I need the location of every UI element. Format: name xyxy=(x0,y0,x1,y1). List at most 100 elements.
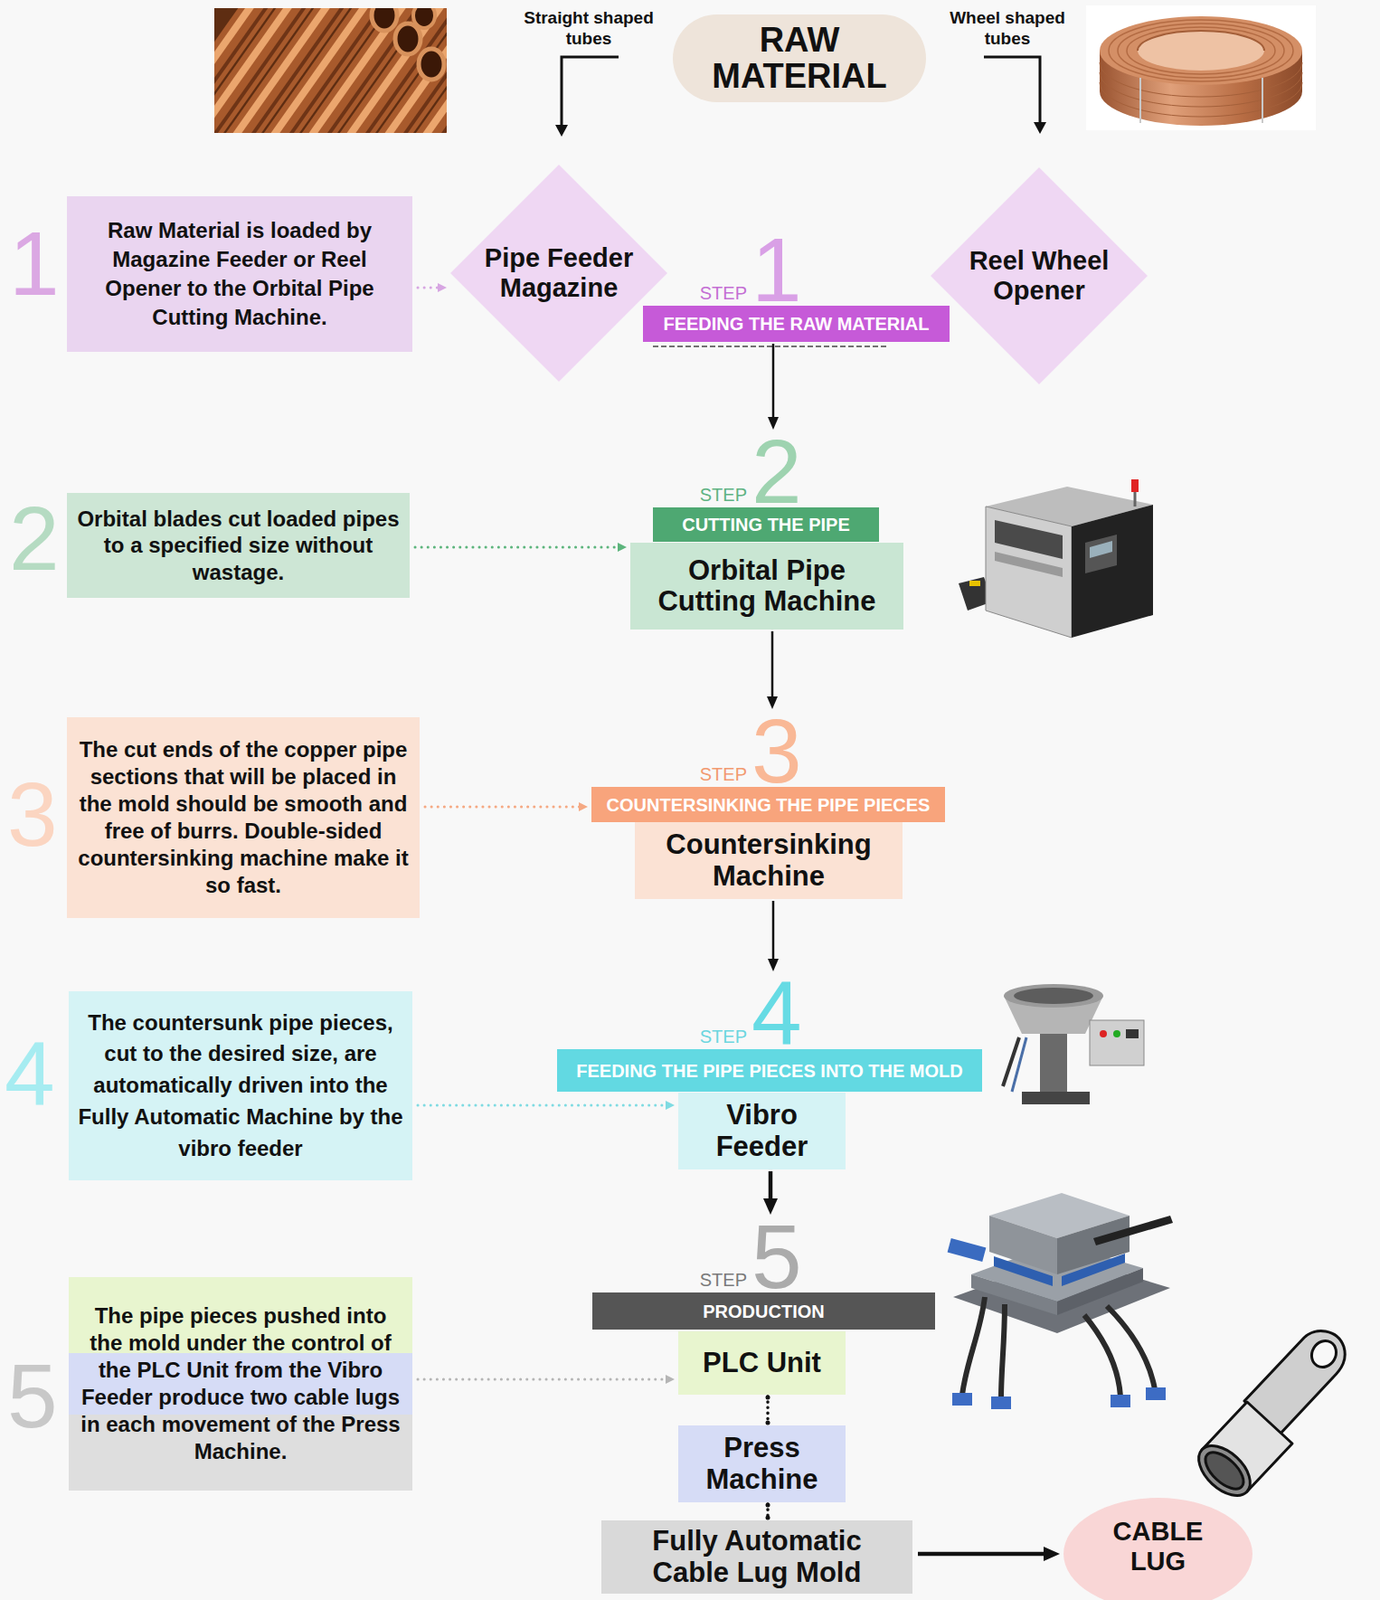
arrow-head xyxy=(578,802,588,812)
node-text: PLC Unit xyxy=(687,1347,837,1379)
node-text: The pipe pieces pushed into the mold und… xyxy=(77,1302,404,1466)
copper-pipes-photo xyxy=(395,23,421,55)
vibro-feeder-photo xyxy=(1039,1033,1068,1096)
node-text: Vibro Feeder xyxy=(687,1099,837,1162)
copper-coil-photo xyxy=(1137,30,1265,71)
vibro-feeder-photo xyxy=(1099,1030,1107,1038)
node-text: Press Machine xyxy=(687,1432,837,1494)
cable-lug-drawing xyxy=(1199,1446,1250,1495)
flow-arrow xyxy=(765,1502,771,1521)
vibro-feeder-photo xyxy=(1125,1029,1139,1039)
copper-pipes-photo xyxy=(413,8,435,29)
cable-lug-drawing xyxy=(1189,1436,1259,1505)
step-number: 2 xyxy=(751,425,803,517)
cable-lug-drawing xyxy=(1306,1336,1342,1372)
copper-coil-photo xyxy=(1086,5,1316,131)
node-text: The countersunk pipe pieces, cut to the … xyxy=(77,1007,404,1165)
mold-photo xyxy=(947,1192,1173,1409)
step-description: The cut ends of the copper pipe sections… xyxy=(66,717,420,918)
flow-arrow xyxy=(766,631,778,709)
node-text: Raw Material is loaded by Magazine Feede… xyxy=(75,216,404,332)
step-number: 4 xyxy=(751,967,803,1059)
band-title: CUTTING THE PIPE xyxy=(681,514,851,535)
flow-arrow xyxy=(417,1374,675,1384)
material-label: Straight shaped tubes xyxy=(507,8,671,50)
callout-number: 1 xyxy=(9,217,60,309)
arrow-head xyxy=(437,283,447,293)
leader-arrow xyxy=(561,56,619,127)
leader-arrowhead xyxy=(555,124,568,137)
leader-arrow xyxy=(983,56,1040,124)
step-label: STEP xyxy=(699,283,747,303)
copper-pipes-photo xyxy=(418,48,445,80)
band-title: FEEDING THE RAW MATERIAL xyxy=(662,313,929,334)
step-label: STEP xyxy=(699,765,747,784)
dashed-underline xyxy=(652,345,888,348)
copper-coil-photo xyxy=(1086,5,1316,131)
step-band: COUNTERSINKING THE PIPE PIECESSTEP3 xyxy=(591,710,946,823)
flow-line xyxy=(771,631,775,700)
copper-coil-photo xyxy=(1099,16,1303,86)
material-label: Wheel shaped tubes xyxy=(926,8,1089,50)
cutting-machine-photo xyxy=(1071,504,1154,638)
step-number: 1 xyxy=(751,224,803,315)
process-box: PLC Unit xyxy=(678,1331,846,1395)
arrow-head xyxy=(665,1100,675,1110)
step-label: STEP xyxy=(699,485,747,504)
step-band: PRODUCTIONSTEP5 xyxy=(592,1216,936,1330)
cutting-machine-photo xyxy=(985,506,1072,638)
node-text: Pipe Feeder Magazine xyxy=(482,243,636,304)
copper-pipes-photo xyxy=(153,0,545,144)
flow-line xyxy=(772,343,776,420)
flow-line xyxy=(417,286,440,290)
cutting-machine-photo xyxy=(994,519,1063,559)
callout-number: 3 xyxy=(7,768,58,860)
cable-lug-drawing xyxy=(1189,1331,1345,1505)
node-text: Orbital Pipe Cutting Machine xyxy=(644,555,889,617)
mold-photo xyxy=(1093,1215,1173,1246)
leader-arrowhead xyxy=(555,122,1047,137)
cutting-machine-photo xyxy=(994,551,1063,577)
process-box: Countersinking Machine xyxy=(634,822,903,899)
flow-arrow xyxy=(767,343,779,430)
copper-coil-photo xyxy=(1117,23,1285,78)
cutting-machine-photo xyxy=(958,479,1154,638)
process-box: Vibro Feeder xyxy=(678,1092,846,1170)
flow-arrow xyxy=(425,802,588,812)
flow-dot xyxy=(765,1515,771,1521)
vibro-feeder-photo xyxy=(1011,1037,1027,1092)
copper-coil-photo xyxy=(1099,82,1303,117)
cutting-machine-photo xyxy=(969,580,981,587)
flow-arrow xyxy=(763,1171,778,1215)
flow-arrow xyxy=(417,1100,675,1110)
step-description: The pipe pieces pushed into the mold und… xyxy=(68,1276,413,1491)
flow-arrow xyxy=(415,542,627,552)
flow-arrow xyxy=(765,1395,771,1426)
step-band: FEEDING THE RAW MATERIALSTEP1 xyxy=(642,229,950,342)
feeder-diamond: Reel Wheel Opener xyxy=(930,167,1148,385)
mold-photo xyxy=(1001,1304,1005,1399)
vibro-feeder-photo xyxy=(1113,1030,1121,1038)
cutting-machine-photo xyxy=(1085,534,1117,574)
flow-line xyxy=(768,1171,774,1202)
arrow-head xyxy=(665,1374,675,1384)
flow-line xyxy=(415,546,620,549)
process-box: Press Machine xyxy=(678,1425,846,1503)
ellipse-shape xyxy=(1063,1497,1253,1600)
step-band: CUTTING THE PIPESTEP2 xyxy=(652,431,880,542)
flow-line xyxy=(917,1551,1048,1557)
mold-photo xyxy=(1145,1387,1166,1400)
node-text: Countersinking Machine xyxy=(646,829,891,891)
step-number: 5 xyxy=(751,1210,803,1302)
arrow-head xyxy=(617,542,627,552)
flow-dot xyxy=(765,1502,771,1508)
flow-arrow xyxy=(917,1546,1060,1561)
process-box: Fully Automatic Cable Lug Mold xyxy=(601,1520,913,1594)
end-ellipse: CABLE LUG xyxy=(1063,1497,1253,1600)
vibro-feeder-photo xyxy=(1021,1091,1090,1105)
arrow-head xyxy=(1043,1546,1060,1561)
mold-photo xyxy=(962,1296,985,1395)
vibro-feeder-photo xyxy=(1013,987,1094,1004)
step-description: The countersunk pipe pieces, cut to the … xyxy=(68,991,413,1181)
